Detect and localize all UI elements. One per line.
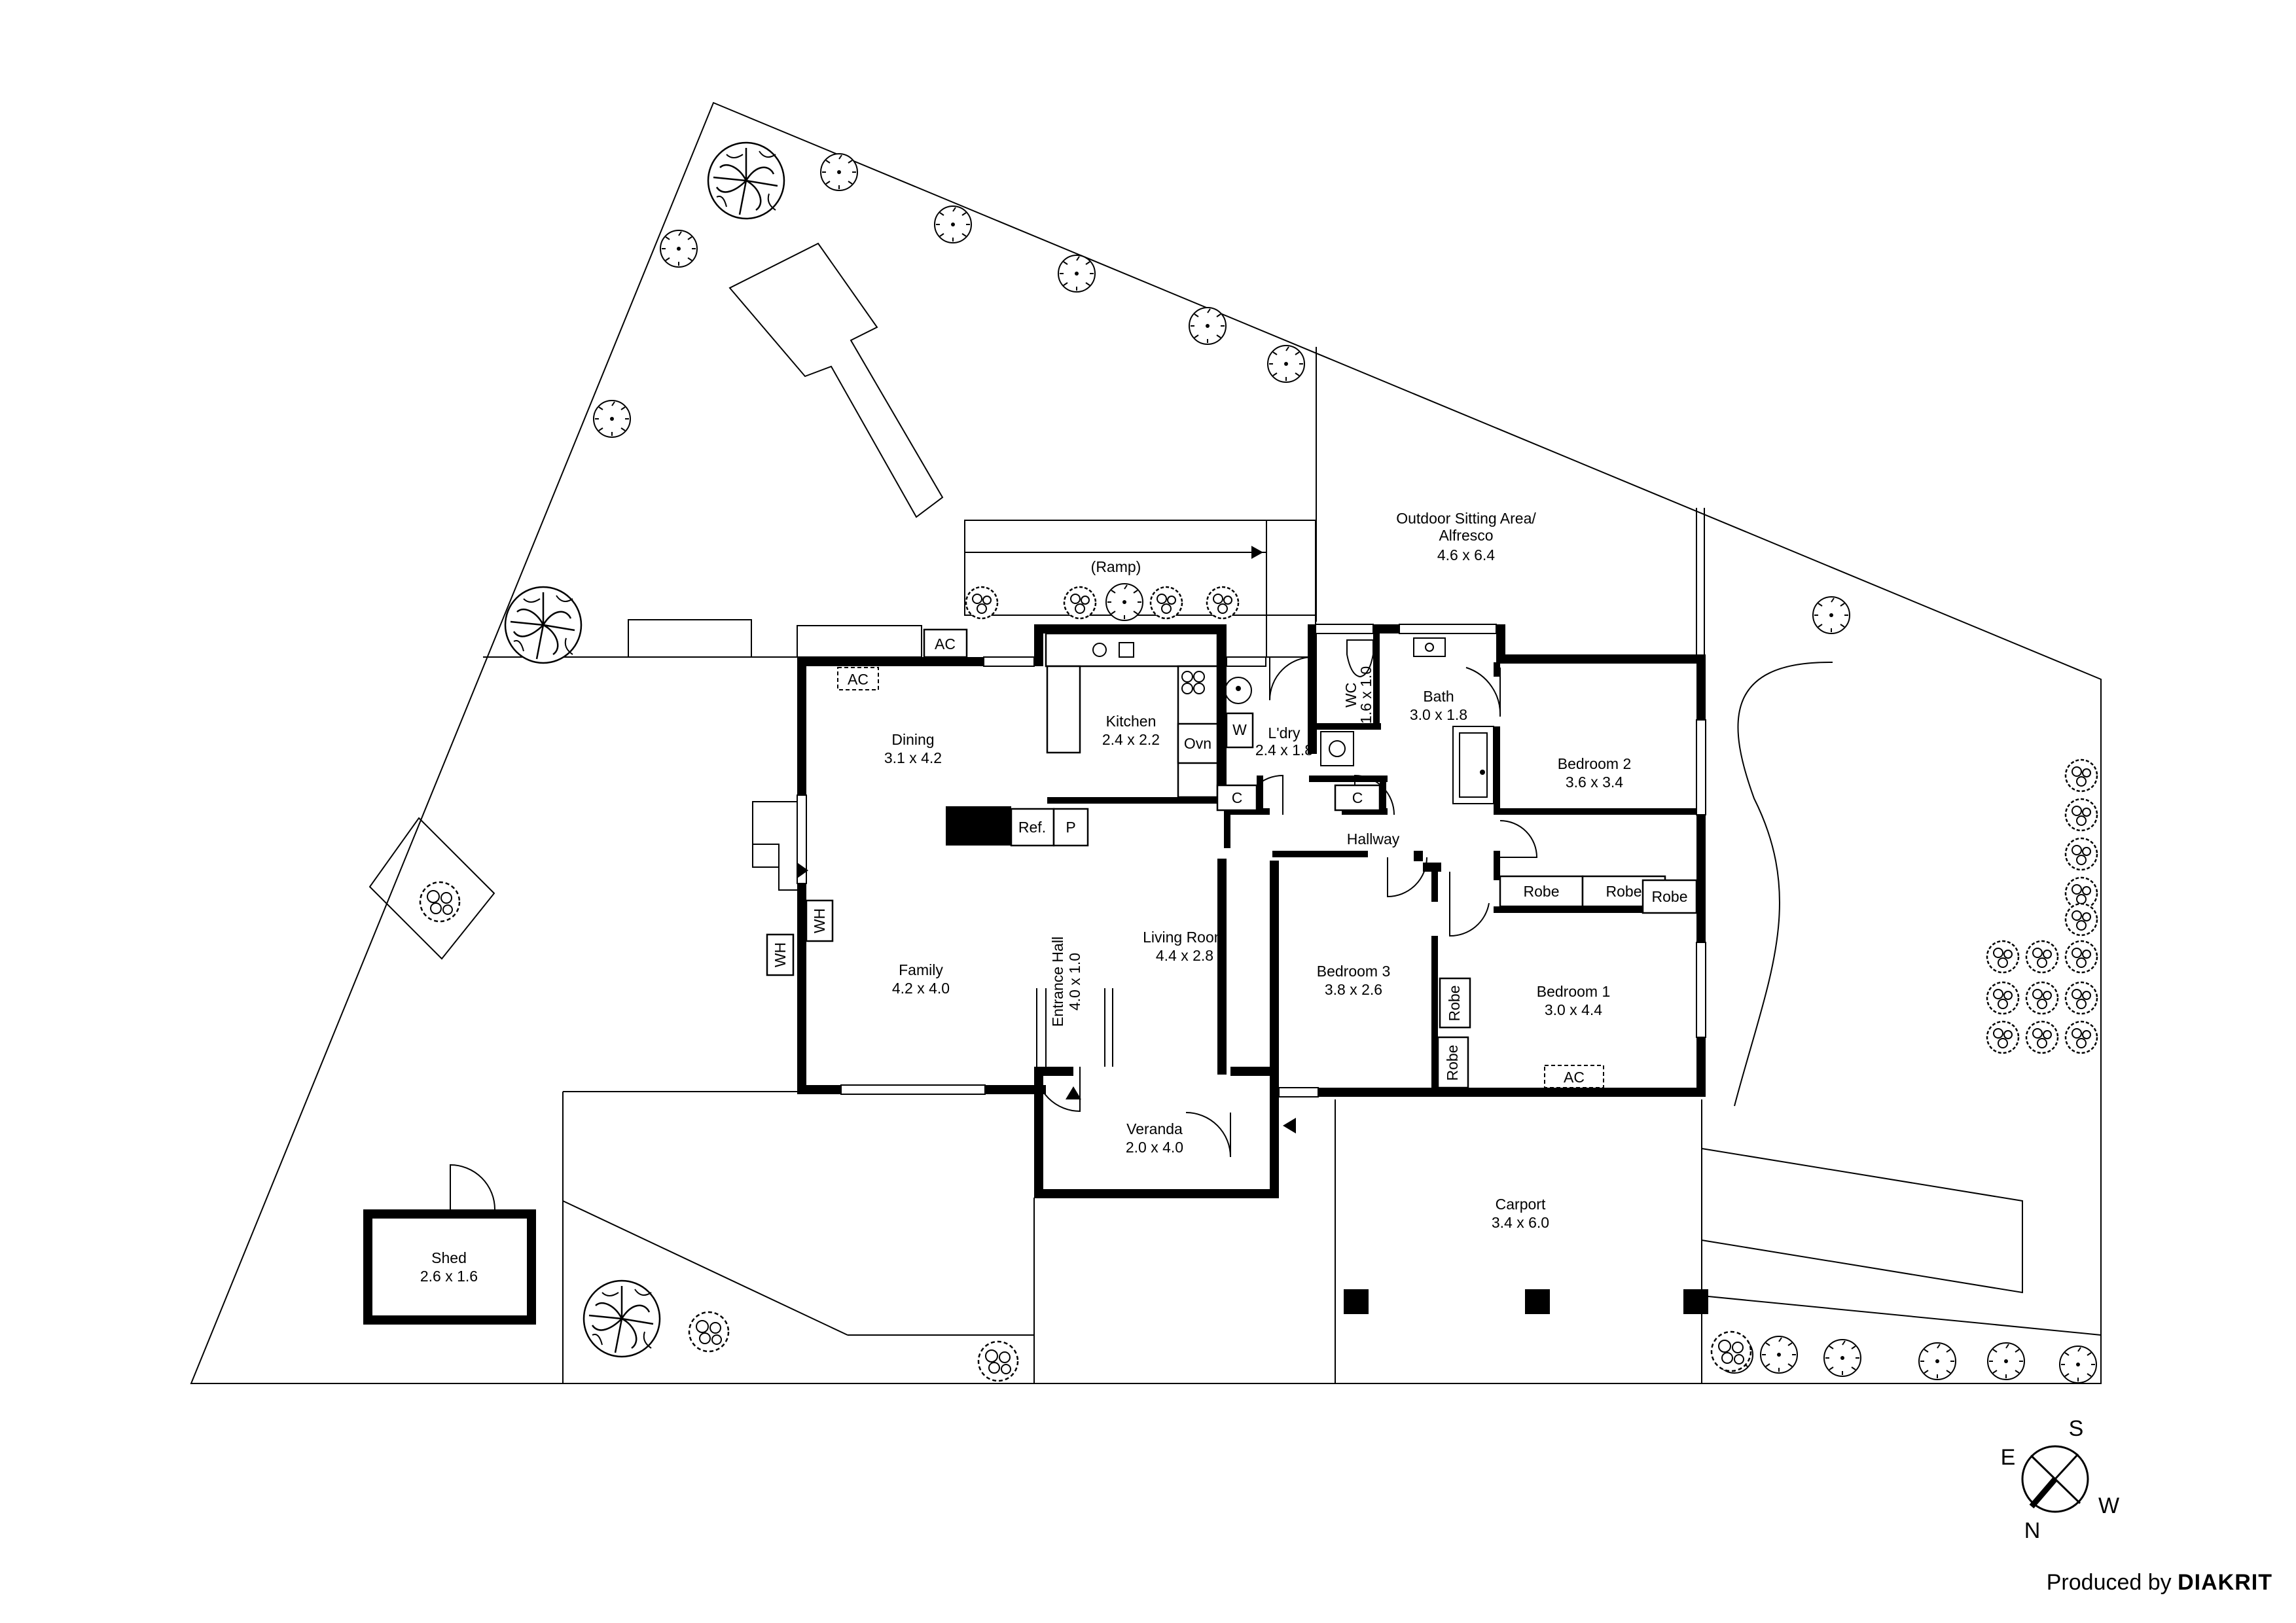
shed-size: 2.6 x 1.6 (420, 1268, 478, 1285)
compass-e-label: E (2001, 1445, 2016, 1470)
kitchen-label: Kitchen (1106, 713, 1157, 730)
ac-label: AC (935, 635, 956, 652)
pantry-label: P (1066, 819, 1075, 836)
tree-icon (2059, 1346, 2097, 1383)
laundry-size: 2.4 x 1.8 (1255, 741, 1313, 758)
tree-icon (707, 141, 785, 220)
robes: Robe Robe Robe Robe Robe (1437, 875, 1698, 1089)
tree-icon (1823, 1339, 1861, 1377)
laundry-label: L'dry (1268, 724, 1300, 741)
living-room-size: 4.4 x 2.8 (1156, 947, 1213, 964)
robe-label: Robe (1606, 883, 1642, 900)
brand-logo: DIAKRIT (2178, 1570, 2272, 1595)
outdoor-area-size: 4.6 x 6.4 (1437, 546, 1495, 563)
kitchen-fixtures: Ovn W Ref. P (1010, 632, 1254, 847)
tree-icon (1105, 583, 1143, 621)
outdoor-area-label: Alfresco (1439, 527, 1493, 544)
living-room-label: Living Room (1143, 929, 1227, 946)
carport-size: 3.4 x 6.0 (1492, 1214, 1549, 1231)
dining-label: Dining (891, 731, 934, 748)
ac-units: AC AC AC (837, 628, 1604, 1088)
entrance-hall-label: Entrance Hall (1049, 936, 1066, 1027)
credit-line: Produced by DIAKRIT (2047, 1570, 2272, 1596)
wh-label: WH (772, 942, 789, 967)
cupboard-label: C (1232, 789, 1243, 806)
tree-icons (504, 141, 2097, 1383)
bedroom1-label: Bedroom 1 (1537, 983, 1611, 1000)
robe-label: Robe (1524, 883, 1560, 900)
tree-icon (820, 153, 858, 191)
tree-icon (1760, 1336, 1798, 1374)
compass-icon: S E W N (2001, 1416, 2119, 1543)
site-boundary (190, 101, 2102, 1384)
room-labels: Outdoor Sitting Area/ Alfresco 4.6 x 6.4… (420, 510, 1631, 1285)
cupboards: C C (1216, 784, 1381, 812)
tree-icon (660, 230, 698, 268)
compass-w-label: W (2098, 1493, 2119, 1518)
robe-label: Robe (1444, 1045, 1461, 1081)
carport-label: Carport (1496, 1196, 1546, 1213)
bath-label: Bath (1423, 688, 1454, 705)
cupboard-label: C (1352, 789, 1363, 806)
compass-s-label: S (2069, 1416, 2084, 1441)
wc-label: WC (1342, 683, 1359, 707)
bath-size: 3.0 x 1.8 (1410, 706, 1467, 723)
credit-prefix: Produced by (2046, 1570, 2172, 1595)
ramp-arrow-icon (1251, 546, 1263, 559)
tree-icon (1918, 1342, 1956, 1380)
dining-size: 3.1 x 4.2 (884, 749, 942, 766)
robe-label: Robe (1446, 986, 1463, 1022)
tree-icon (934, 205, 972, 243)
entry-arrow-icon (1066, 1086, 1081, 1099)
ramp: (Ramp) (964, 520, 1316, 658)
wet-area-fixtures (1320, 637, 1494, 804)
entry-arrow-icon (1283, 1118, 1296, 1133)
bedroom2-size: 3.6 x 3.4 (1566, 774, 1623, 791)
tree-icon (1267, 345, 1305, 383)
family-label: Family (899, 961, 943, 978)
entrance-hall-size: 4.0 x 1.0 (1066, 953, 1083, 1010)
entry-arrow-icon (797, 863, 808, 878)
tree-icon (504, 586, 583, 664)
wh-label: WH (811, 908, 828, 933)
kitchen-size: 2.4 x 2.2 (1102, 731, 1160, 748)
hallway-label: Hallway (1347, 830, 1400, 847)
tree-icon (593, 400, 631, 438)
bedroom3-label: Bedroom 3 (1317, 963, 1391, 980)
veranda-label: Veranda (1126, 1120, 1183, 1137)
shrub-icons (419, 586, 2098, 1382)
wc-size: 1.6 x 1.0 (1357, 666, 1374, 724)
washer-label: W (1232, 721, 1247, 738)
tree-icon (583, 1279, 661, 1358)
oven-label: Ovn (1184, 735, 1211, 752)
shed-label: Shed (431, 1249, 467, 1266)
outdoor-area-label: Outdoor Sitting Area/ (1396, 510, 1536, 527)
bedroom1-size: 3.0 x 4.4 (1545, 1001, 1602, 1018)
tree-icon (1812, 596, 1850, 634)
tree-icon (1987, 1342, 2025, 1380)
water-heaters: WH WH (766, 899, 834, 976)
ramp-label: (Ramp) (1091, 558, 1141, 575)
doors (450, 656, 1538, 1210)
ac-label: AC (848, 671, 869, 688)
windows (797, 624, 1706, 1097)
ac-label: AC (1564, 1069, 1585, 1086)
tree-icon (1058, 255, 1096, 293)
veranda-size: 2.0 x 4.0 (1126, 1139, 1183, 1156)
family-size: 4.2 x 4.0 (892, 980, 950, 997)
tree-icon (1189, 307, 1227, 345)
robe-label: Robe (1652, 888, 1688, 905)
bedroom2-label: Bedroom 2 (1558, 755, 1632, 772)
compass-n-label: N (2024, 1518, 2041, 1543)
fridge-label: Ref. (1018, 819, 1046, 836)
bedroom3-size: 3.8 x 2.6 (1325, 981, 1382, 998)
